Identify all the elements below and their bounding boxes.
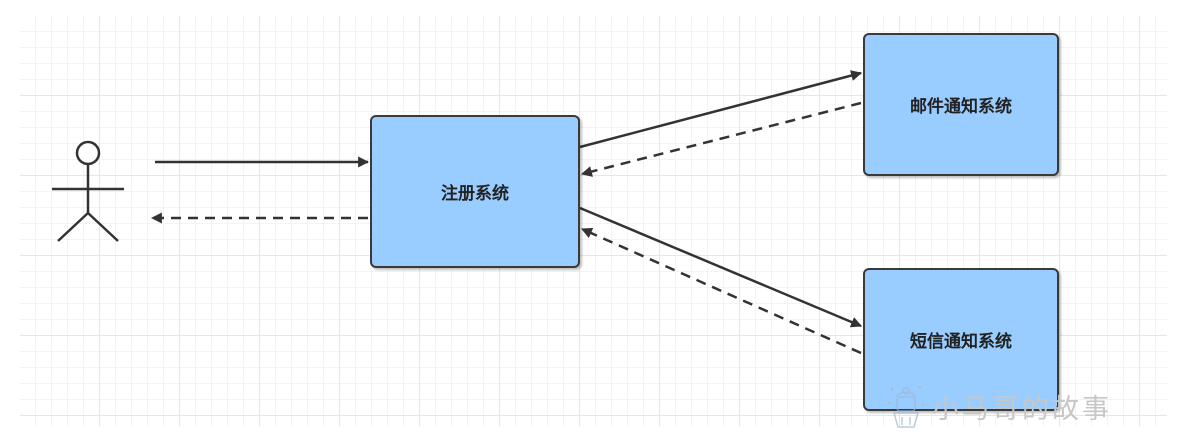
watermark-text: 小马哥的故事 bbox=[932, 393, 1112, 425]
watermark: 小马哥的故事 bbox=[886, 380, 1112, 432]
registration-system-node: 注册系统 bbox=[370, 115, 580, 268]
sms-notification-node: 短信通知系统 bbox=[863, 268, 1059, 411]
actor-stick-figure bbox=[52, 140, 124, 242]
sms-notification-label: 短信通知系统 bbox=[910, 332, 1012, 352]
arrow-sms-to-registration-return bbox=[580, 227, 862, 355]
arrow-registration-to-sms bbox=[579, 206, 863, 328]
email-notification-node: 邮件通知系统 bbox=[863, 33, 1059, 176]
registration-system-label: 注册系统 bbox=[441, 184, 509, 204]
watermark-logo-icon bbox=[888, 385, 924, 428]
email-notification-label: 邮件通知系统 bbox=[910, 97, 1012, 117]
arrow-email-to-registration-return bbox=[580, 101, 862, 177]
arrow-registration-to-email bbox=[579, 70, 863, 149]
